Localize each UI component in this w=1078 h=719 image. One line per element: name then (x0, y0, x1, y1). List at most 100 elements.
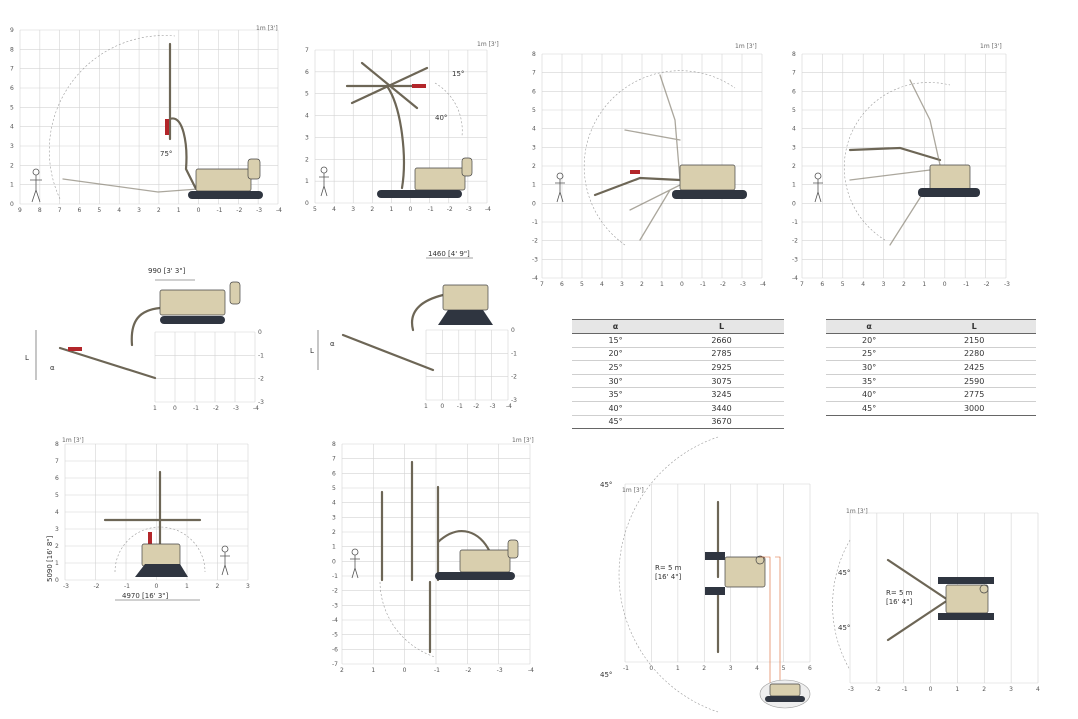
x-tick-label: -3 (497, 667, 503, 674)
x-tick-label: 4 (600, 281, 604, 288)
y-tick-label: -1 (511, 350, 517, 357)
x-tick-label: 1 (177, 207, 181, 214)
y-tick-label: 0 (10, 201, 14, 208)
drill-rig-icon (58, 281, 241, 380)
radius-label: R= 5 m (886, 589, 913, 597)
y-tick-label: -3 (532, 256, 538, 263)
x-tick-label: -1 (623, 665, 629, 672)
x-tick-label: 4 (861, 281, 865, 288)
x-tick-label: -1 (193, 405, 199, 412)
drill-rig-icon (848, 79, 980, 246)
y-tick-label: 0 (55, 577, 59, 584)
y-tick-label: -3 (258, 399, 264, 406)
reach-arc (48, 35, 176, 200)
table-row: 35°3245 (572, 387, 784, 402)
y-tick-label: 3 (332, 514, 336, 521)
offset-dimension: 990 [3' 3"] (148, 267, 186, 275)
y-tick-label: 4 (55, 509, 59, 516)
swing-arc (618, 436, 719, 713)
y-tick-label: -3 (792, 256, 798, 263)
x-tick-label: 3 (620, 281, 624, 288)
y-tick-label: -1 (792, 219, 798, 226)
y-tick-label: 2 (305, 156, 309, 163)
x-tick-label: 2 (157, 207, 161, 214)
table-row: 35°2590 (826, 374, 1036, 389)
x-tick-label: 4 (117, 207, 121, 214)
y-tick-label: 3 (55, 526, 59, 533)
x-tick-label: 0 (173, 405, 177, 412)
x-tick-label: 5 (782, 665, 786, 672)
x-tick-label: -4 (506, 403, 512, 410)
drill-rig-icon (345, 61, 473, 198)
y-tick-label: 4 (332, 500, 336, 507)
x-tick-label: 0 (155, 583, 159, 590)
unit-label: 1m [3'] (846, 508, 868, 515)
y-tick-label: -1 (332, 573, 338, 580)
x-tick-label: -1 (124, 583, 130, 590)
x-tick-label: -1 (963, 281, 969, 288)
y-tick-label: 6 (305, 69, 309, 76)
unit-label: 1m [3'] (980, 43, 1002, 50)
y-tick-label: 6 (792, 88, 796, 95)
x-tick-label: -3 (490, 403, 496, 410)
x-tick-label: 0 (403, 667, 407, 674)
x-tick-label: 4 (1036, 686, 1040, 693)
x-tick-label: 8 (38, 207, 42, 214)
length-label: L (310, 347, 314, 355)
angle-label-upper: 45° (838, 569, 850, 577)
detail-inset-icon (759, 679, 811, 709)
y-tick-label: -3 (511, 397, 517, 404)
x-tick-label: 1 (153, 405, 157, 412)
reach-arc (434, 82, 463, 137)
column-header-alpha: α (826, 319, 913, 334)
y-tick-label: -2 (511, 374, 517, 381)
y-tick-label: -6 (332, 646, 338, 653)
y-tick-label: 7 (532, 70, 536, 77)
y-tick-label: 0 (332, 558, 336, 565)
table-row: 25°2280 (826, 347, 1036, 362)
x-tick-label: -4 (528, 667, 534, 674)
angle-label-15: 15° (452, 70, 464, 78)
y-tick-label: 3 (532, 144, 536, 151)
y-tick-label: 7 (55, 458, 59, 465)
x-tick-label: -4 (760, 281, 766, 288)
radius-label: R= 5 m (655, 564, 682, 572)
x-tick-label: 2 (702, 665, 706, 672)
angle-alpha-label: α (50, 364, 55, 372)
unit-label: 1m [3'] (622, 487, 644, 494)
table-row: 40°3440 (572, 401, 784, 416)
y-tick-label: -4 (792, 275, 798, 282)
x-tick-label: -4 (485, 206, 491, 213)
y-tick-label: 7 (792, 70, 796, 77)
column-header-length: L (912, 319, 1036, 334)
angle-label: 75° (160, 150, 172, 158)
x-tick-label: 5 (580, 281, 584, 288)
x-tick-label: -2 (473, 403, 479, 410)
angle-length-table-2: α L 20°2150 25°2280 30°2425 35°2590 40°2… (826, 319, 1036, 416)
angle-length-table-1: α L 15°2660 20°2785 25°2925 30°3075 35°3… (572, 319, 784, 430)
y-tick-label: 3 (305, 134, 309, 141)
x-tick-label: -1 (902, 686, 908, 693)
angle-label-upper: 45° (600, 481, 612, 489)
y-tick-label: 5 (305, 91, 309, 98)
x-tick-label: 1 (389, 206, 393, 213)
y-tick-label: -2 (532, 238, 538, 245)
x-tick-label: -2 (447, 206, 453, 213)
x-tick-label: 0 (649, 665, 653, 672)
y-tick-label: 4 (792, 126, 796, 133)
y-tick-label: 2 (332, 529, 336, 536)
leader-line (760, 556, 781, 687)
y-tick-label: 2 (10, 162, 14, 169)
person-icon (350, 548, 360, 579)
x-tick-label: 5 (97, 207, 101, 214)
x-tick-label: 0 (440, 403, 444, 410)
y-tick-label: 1 (532, 182, 536, 189)
